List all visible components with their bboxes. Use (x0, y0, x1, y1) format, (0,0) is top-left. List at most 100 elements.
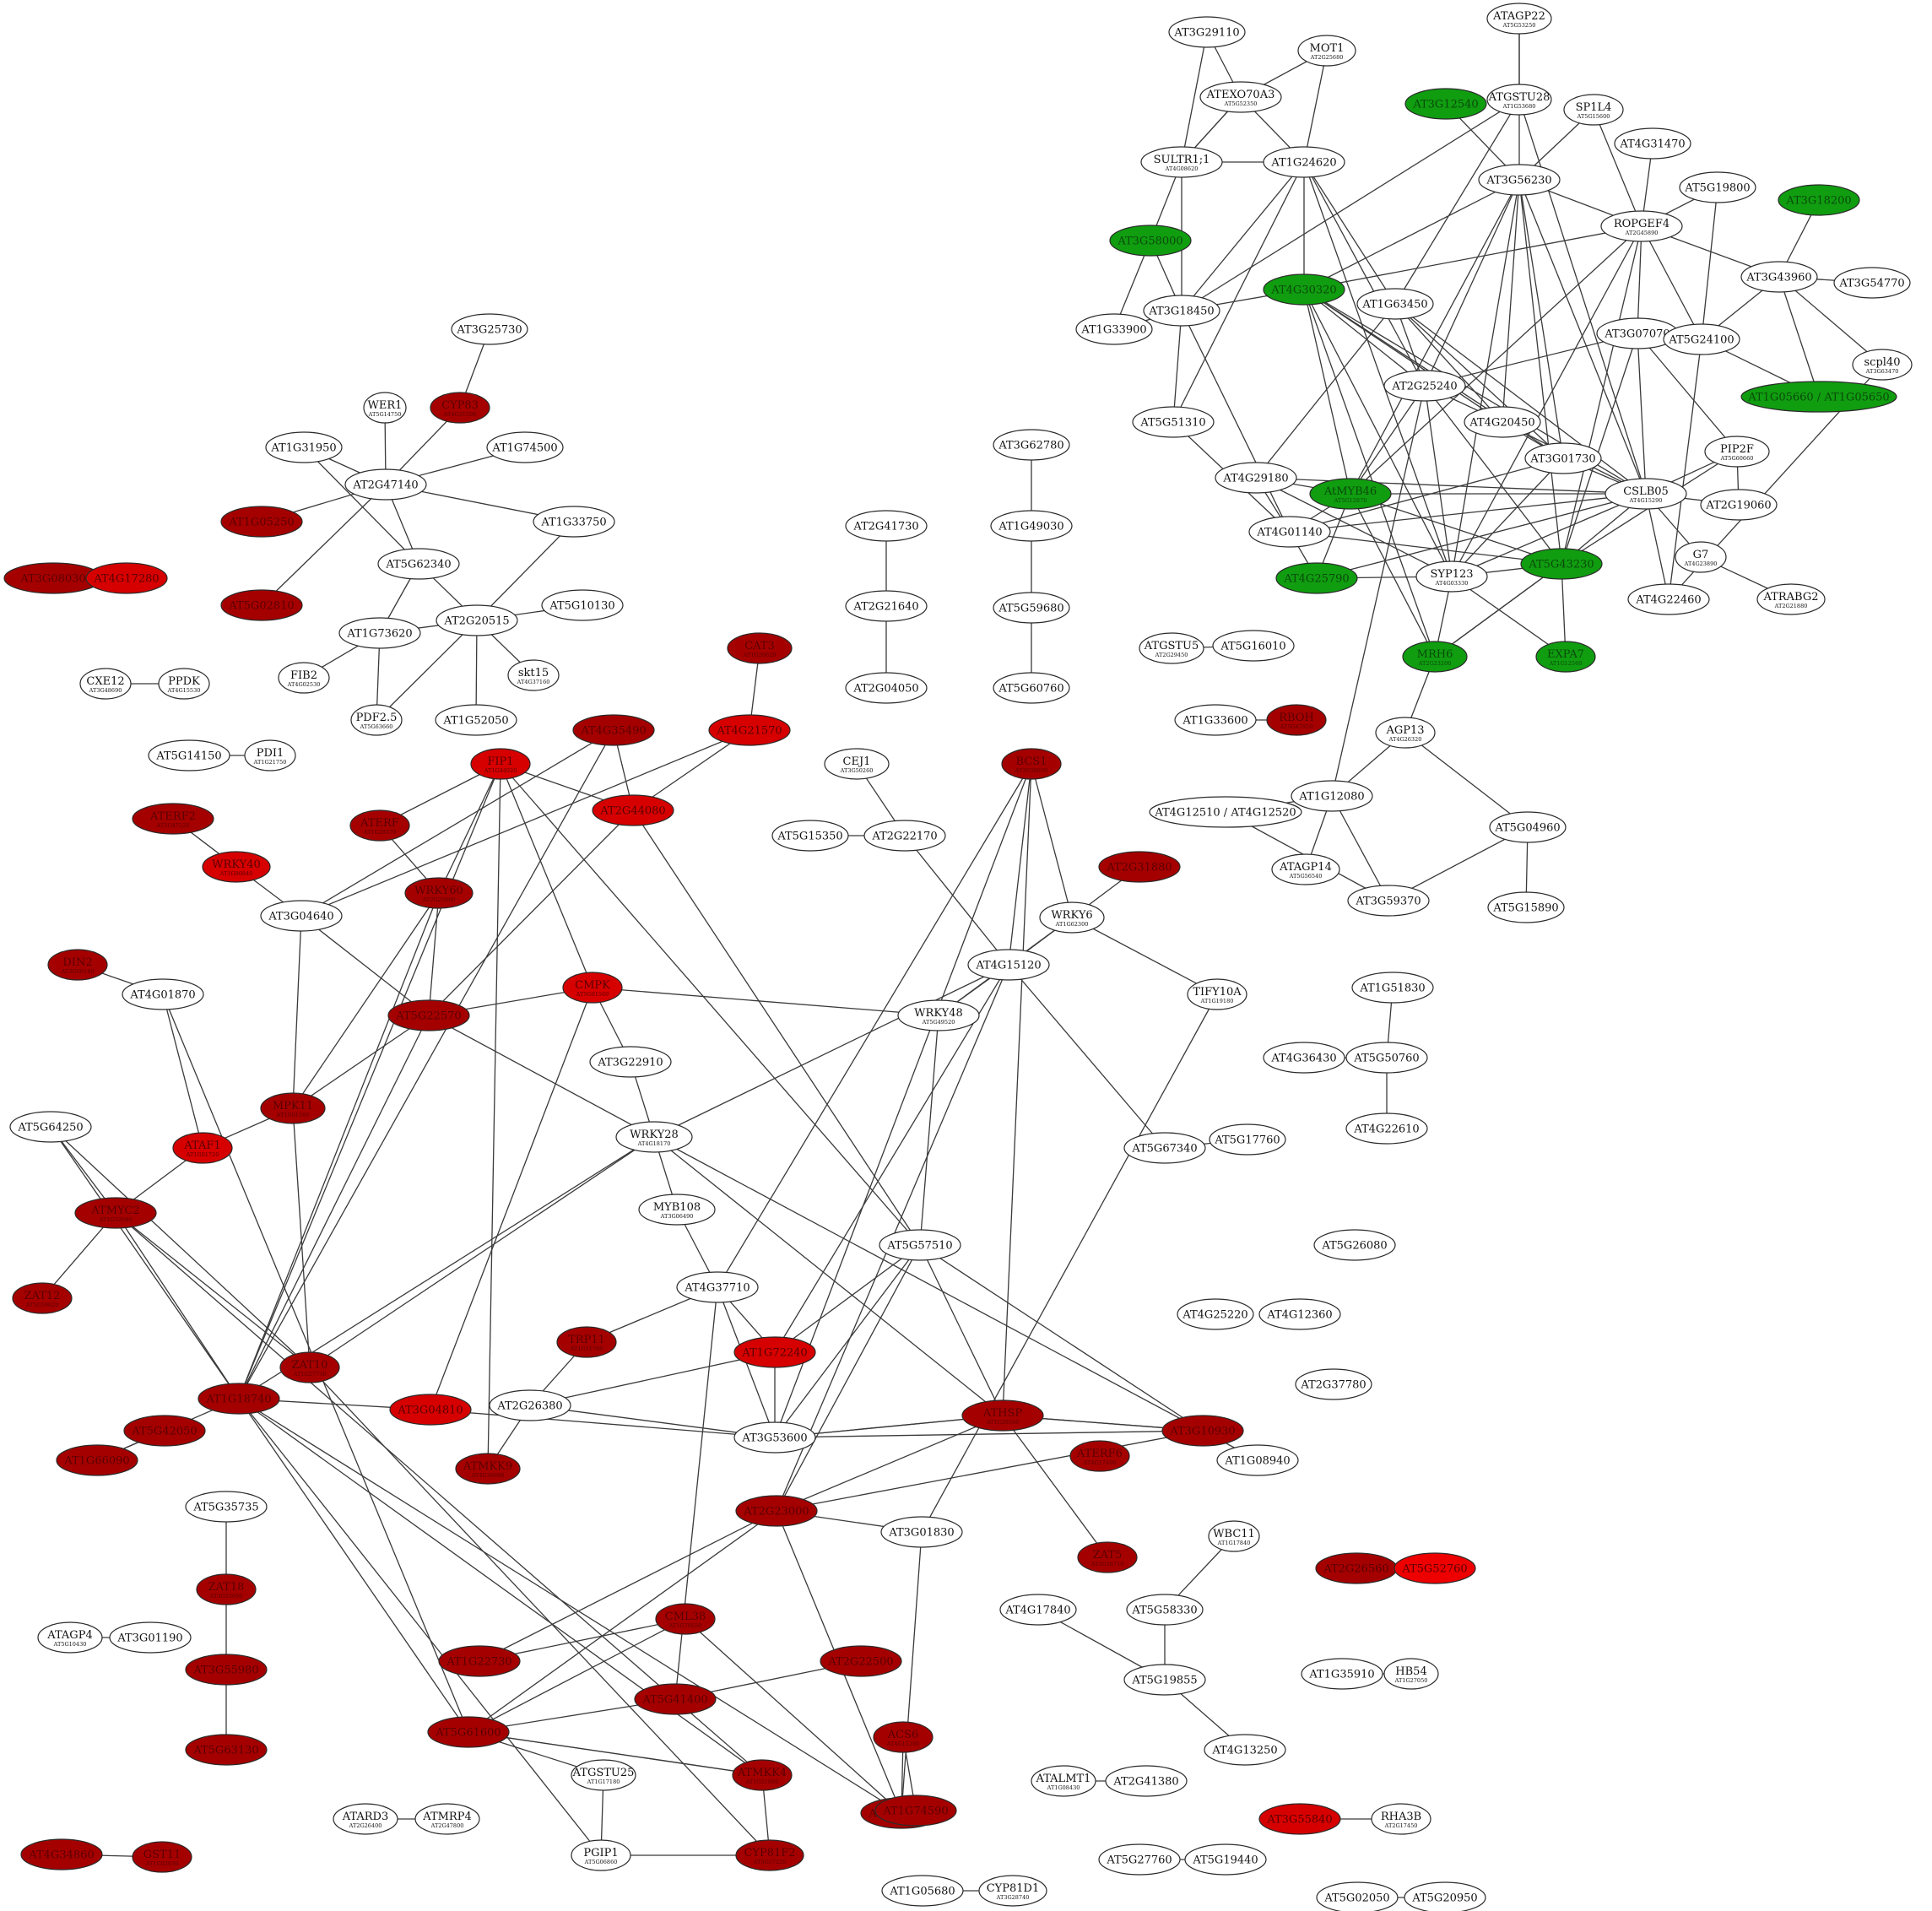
node-at2g04050[interactable]: AT2G04050 (845, 672, 928, 704)
node-at5g59680[interactable]: AT5G59680 (993, 592, 1070, 624)
node-at1g24620[interactable]: AT1G24620 (1263, 146, 1345, 178)
node-at1g22730[interactable]: AT1G22730 (438, 1645, 521, 1677)
node-at5g61600[interactable]: AT5G61600 (427, 1716, 510, 1748)
node-at2g44080[interactable]: AT2G44080 (592, 794, 674, 826)
node-at5g50760[interactable]: AT5G50760 (1345, 1042, 1428, 1074)
node-at1g66090[interactable]: AT1G66090 (56, 1444, 138, 1476)
node-at2g25240[interactable]: AT2G25240 (1383, 370, 1466, 402)
node-at5g20950[interactable]: AT5G20950 (1404, 1881, 1486, 1911)
node-at4g35490[interactable]: AT4G35490 (572, 714, 655, 746)
node-at4g01140[interactable]: AT4G01140 (1248, 516, 1331, 548)
node-at1g33600[interactable]: AT1G33600 (1174, 704, 1257, 736)
node-at5g02810[interactable]: AT5G02810 (220, 589, 303, 621)
node-at3g55980[interactable]: AT3G55980 (185, 1654, 268, 1686)
node-at4g30320[interactable]: AT4G30320 (1263, 273, 1345, 306)
node-at5g19855[interactable]: AT5G19855 (1123, 1664, 1206, 1696)
node-at2g23000[interactable]: AT2G23000 (735, 1495, 818, 1527)
node-at3g54770[interactable]: AT3G54770 (1833, 267, 1911, 299)
node-at5g22570[interactable]: AT5G22570 (387, 999, 470, 1031)
node-at5g15350[interactable]: AT5G15350 (771, 820, 849, 852)
node-at5g62340[interactable]: AT5G62340 (377, 548, 460, 580)
node-at3g01190[interactable]: AT3G01190 (109, 1621, 192, 1654)
node-at5g67340[interactable]: AT5G67340 (1123, 1132, 1206, 1164)
node-at4g13250[interactable]: AT4G13250 (1204, 1734, 1286, 1766)
node-at4g22460[interactable]: AT4G22460 (1627, 583, 1710, 615)
node-at5g58330[interactable]: AT5G58330 (1126, 1594, 1204, 1626)
node-at4g12510-at4g12520[interactable]: AT4G12510 / AT4G12520 (1149, 796, 1302, 828)
node-at5g16010[interactable]: AT5G16010 (1212, 630, 1295, 662)
node-at3g10930[interactable]: AT3G10930 (1161, 1415, 1244, 1447)
node-at1g05660-at1g05650[interactable]: AT1G05660 / AT1G05650 (1740, 381, 1897, 413)
node-at5g14150[interactable]: AT5G14150 (148, 739, 230, 771)
node-at5g15890[interactable]: AT5G15890 (1487, 891, 1565, 923)
node-at1g31950[interactable]: AT1G31950 (265, 431, 343, 463)
node-at4g34860[interactable]: AT4G34860 (20, 1838, 103, 1870)
node-at3g07070[interactable]: AT3G07070 (1596, 317, 1679, 349)
node-at4g17840[interactable]: AT4G17840 (999, 1594, 1077, 1626)
node-at1g33750[interactable]: AT1G33750 (533, 506, 615, 538)
node-at1g63450[interactable]: AT1G63450 (1356, 288, 1434, 320)
node-at2g31880[interactable]: AT2G31880 (1098, 851, 1181, 883)
node-at1g12080[interactable]: AT1G12080 (1291, 780, 1373, 812)
node-at5g02050[interactable]: AT5G02050 (1316, 1881, 1399, 1911)
node-at1g33900[interactable]: AT1G33900 (1075, 313, 1153, 345)
node-at4g29180[interactable]: AT4G29180 (1215, 462, 1297, 494)
node-at1g51830[interactable]: AT1G51830 (1351, 972, 1434, 1004)
node-at3g62780[interactable]: AT3G62780 (993, 429, 1070, 461)
node-at4g31470[interactable]: AT4G31470 (1614, 127, 1691, 160)
node-at1g18740[interactable]: AT1G18740 (198, 1383, 280, 1415)
node-at3g25730[interactable]: AT3G25730 (451, 313, 528, 345)
node-at5g10130[interactable]: AT5G10130 (541, 589, 624, 621)
node-at4g17280[interactable]: AT4G17280 (85, 562, 168, 594)
node-at3g01730[interactable]: AT3G01730 (1524, 442, 1602, 474)
node-at2g41380[interactable]: AT2G41380 (1105, 1765, 1188, 1797)
node-at2g47140[interactable]: AT2G47140 (344, 468, 427, 501)
node-at5g41400[interactable]: AT5G41400 (634, 1683, 717, 1715)
node-at3g59370[interactable]: AT3G59370 (1347, 885, 1430, 917)
node-at3g18200[interactable]: AT3G18200 (1778, 184, 1860, 216)
node-at2g26380[interactable]: AT2G26380 (489, 1389, 571, 1421)
node-at4g37710[interactable]: AT4G37710 (676, 1271, 759, 1303)
node-at2g22500[interactable]: AT2G22500 (820, 1645, 902, 1677)
node-at4g25790[interactable]: AT4G25790 (1275, 562, 1358, 594)
node-at5g43230[interactable]: AT5G43230 (1520, 548, 1603, 580)
node-at3g01830[interactable]: AT3G01830 (880, 1516, 963, 1548)
node-at1g73620[interactable]: AT1G73620 (338, 617, 421, 649)
node-at4g22610[interactable]: AT4G22610 (1345, 1112, 1428, 1145)
